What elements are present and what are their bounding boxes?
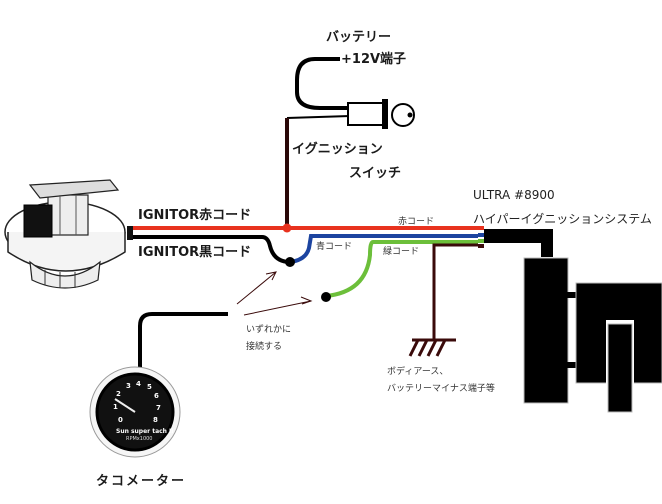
- tacho-num-6: 6: [154, 392, 159, 400]
- battery-label-line1: バッテリー: [326, 30, 392, 45]
- ignition-switch: [286, 57, 415, 129]
- tachometer-label: タコメーター: [96, 474, 187, 489]
- ground-label-line2: バッテリーマイナス端子等: [387, 384, 495, 394]
- connect-note-line1: いずれかに: [246, 325, 292, 335]
- product-name: ULTRA #8900: [473, 188, 555, 202]
- blue-junction: [285, 257, 295, 267]
- ignition-module: [478, 226, 662, 413]
- ignitor-black-label: IGNITOR黒コード: [138, 245, 252, 260]
- tacho-sub: RPMx1000: [126, 436, 153, 442]
- tacho-num-2: 2: [116, 390, 121, 398]
- ground-label-line1: ボディアース、: [387, 367, 449, 377]
- tacho-num-4: 4: [136, 380, 141, 388]
- ignitor-red-label: IGNITOR赤コード: [138, 208, 252, 223]
- tachometer: [89, 312, 228, 458]
- ignition-label-line2: スイッチ: [349, 166, 402, 181]
- tacho-brand: Sun super tach II: [116, 428, 174, 435]
- green-junction: [321, 292, 331, 302]
- tacho-num-0: 0: [118, 416, 123, 424]
- blue-cord-label: 青コード: [316, 242, 353, 252]
- distributor-illustration: [4, 179, 133, 289]
- ignitor-black-wire: [133, 235, 291, 264]
- red-cord-label: 赤コード: [398, 217, 435, 227]
- connect-note-line2: 接続する: [246, 342, 283, 352]
- tacho-num-3: 3: [126, 382, 131, 390]
- green-wire: [325, 240, 478, 298]
- ignition-label-line1: イグニッション: [292, 142, 383, 157]
- tacho-num-1: 1: [113, 403, 118, 411]
- ground-wire: [432, 243, 478, 340]
- red-junction: [282, 223, 292, 233]
- tacho-num-7: 7: [156, 404, 161, 412]
- product-description: ハイパーイグニッションシステム: [473, 212, 652, 226]
- green-cord-label: 緑コード: [383, 247, 420, 257]
- ground-symbol: [408, 338, 456, 357]
- connection-arrows: [236, 271, 313, 316]
- battery-label-line2: +12V端子: [341, 52, 407, 67]
- tacho-num-5: 5: [147, 383, 152, 391]
- tacho-num-8: 8: [153, 416, 158, 424]
